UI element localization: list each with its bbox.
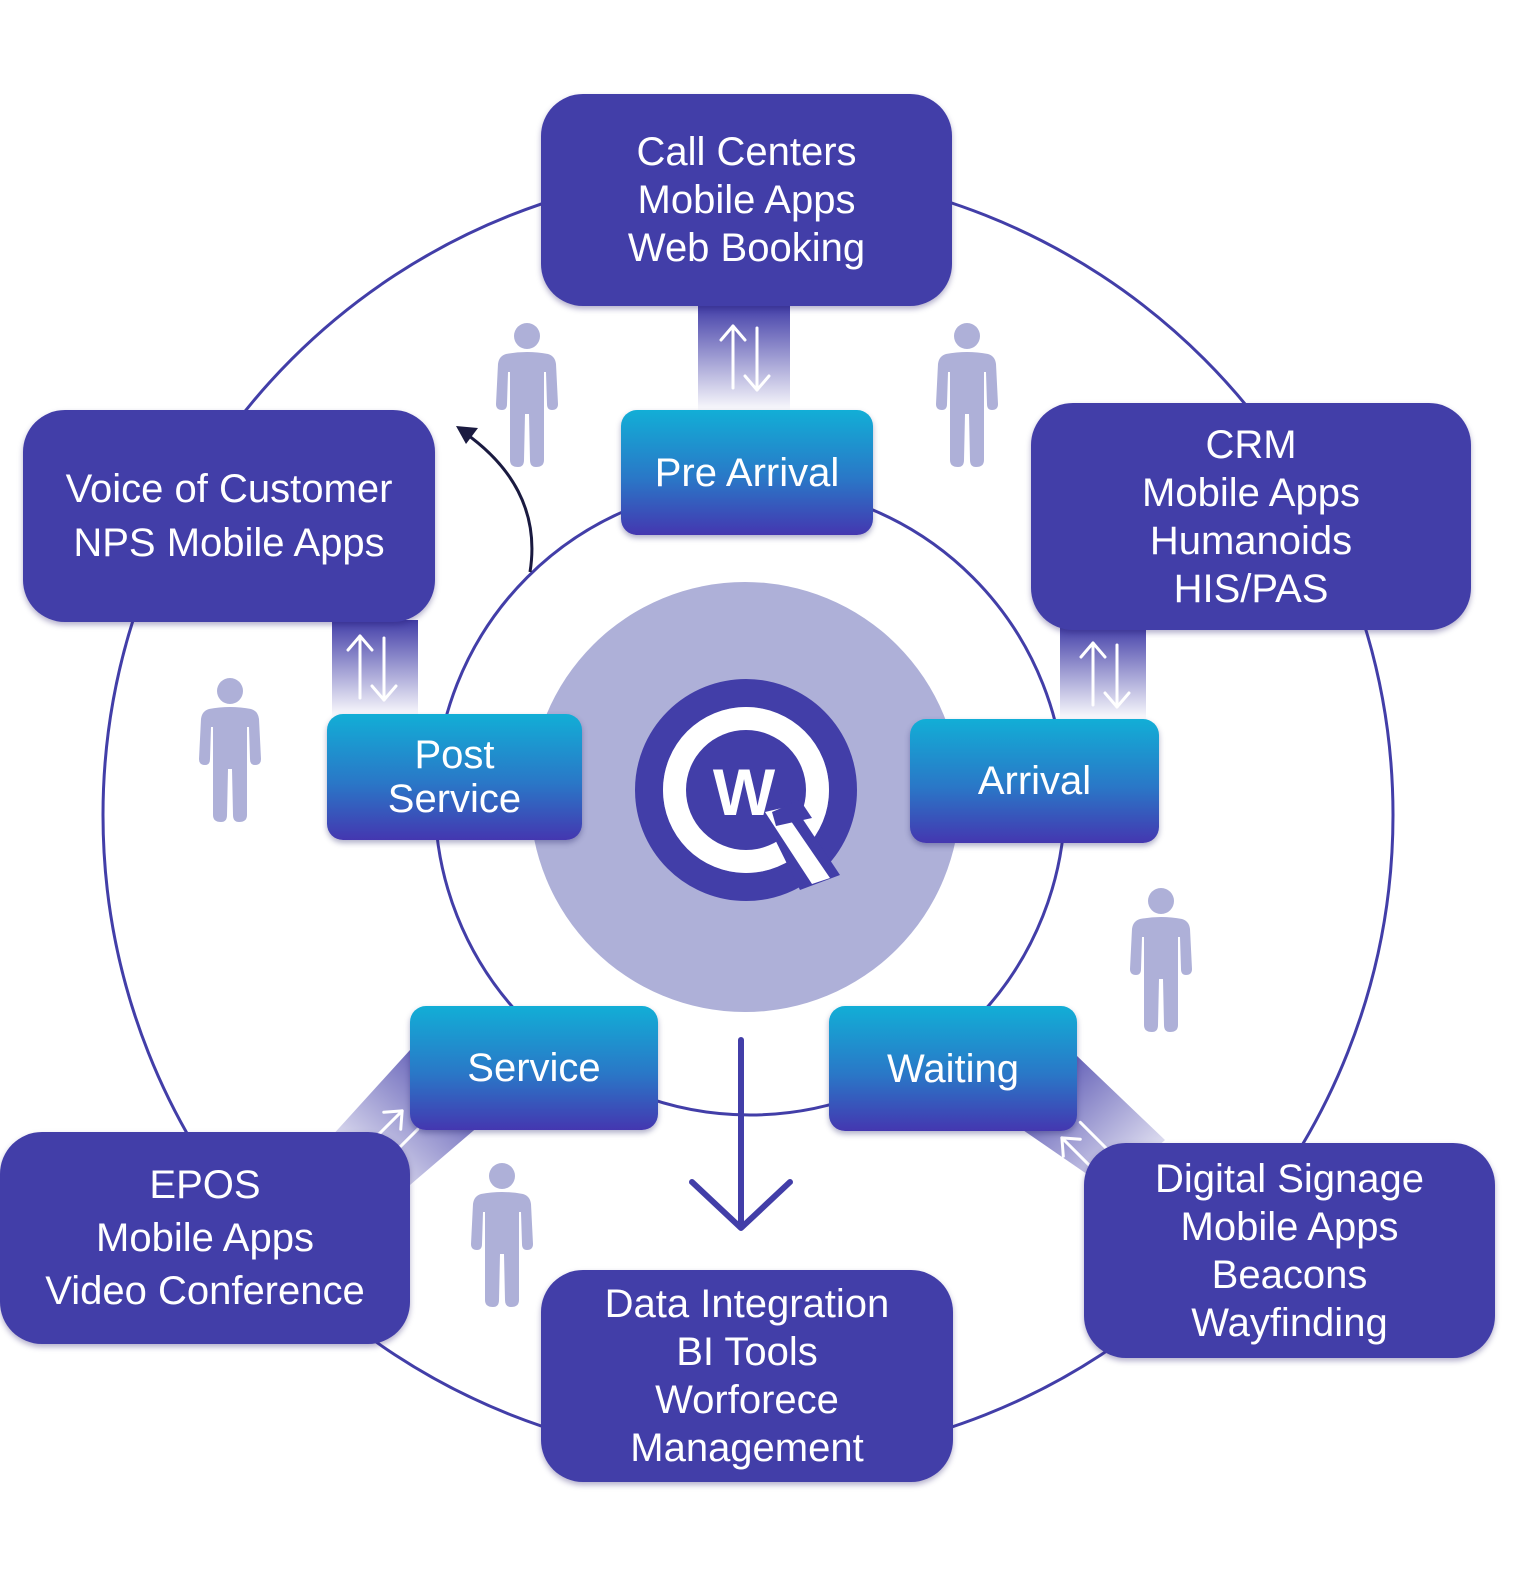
stage-label: Service xyxy=(387,777,522,821)
connector-arrival xyxy=(1060,625,1146,721)
person-icon xyxy=(471,1163,533,1307)
stage-label: Service xyxy=(467,1046,601,1090)
bidirectional-arrows-icon xyxy=(346,634,398,702)
box-line: NPS Mobile Apps xyxy=(73,521,385,565)
arrow-down-icon xyxy=(689,1037,793,1231)
box-line: Data Integration xyxy=(604,1282,890,1326)
box-line: Mobile Apps xyxy=(1142,470,1360,515)
stage-post-service: Post Service xyxy=(327,714,582,840)
stage-label: Arrival xyxy=(977,759,1092,803)
box-line: Voice of Customer xyxy=(65,467,393,511)
box-line: Humanoids xyxy=(1149,518,1353,563)
arrival-channels-box: CRM Mobile Apps Humanoids HIS/PAS xyxy=(1031,403,1471,630)
stage-service: Service xyxy=(410,1006,658,1130)
box-line: Mobile Apps xyxy=(96,1215,314,1260)
box-line: Digital Signage xyxy=(1154,1156,1425,1201)
box-line: Web Booking xyxy=(627,226,866,270)
box-line: BI Tools xyxy=(676,1330,818,1374)
box-line: Mobile Apps xyxy=(637,178,856,222)
stage-arrival: Arrival xyxy=(910,719,1159,843)
pre-arrival-channels-box: Call Centers Mobile Apps Web Booking xyxy=(541,94,952,306)
box-line: Call Centers xyxy=(636,130,857,174)
box-line: Worforece xyxy=(655,1378,839,1422)
connector-pre-arrival xyxy=(698,305,790,413)
service-channels-box: EPOS Mobile Apps Video Conference xyxy=(0,1132,410,1344)
stage-label: Pre Arrival xyxy=(654,450,840,495)
box-line: CRM xyxy=(1205,422,1297,467)
svg-text:W: W xyxy=(713,755,776,829)
box-line: EPOS xyxy=(149,1162,261,1207)
stage-label: Waiting xyxy=(887,1046,1019,1091)
box-line: Video Conference xyxy=(45,1268,365,1313)
person-icon xyxy=(496,323,558,467)
curved-arrow-icon xyxy=(456,426,534,573)
box-line: Wayfinding xyxy=(1191,1300,1388,1345)
person-icon xyxy=(1130,888,1192,1032)
waiting-channels-box: Digital Signage Mobile Apps Beacons Wayf… xyxy=(1084,1143,1495,1358)
box-line: HIS/PAS xyxy=(1173,566,1329,611)
box-line: Management xyxy=(630,1426,864,1470)
box-line: Mobile Apps xyxy=(1180,1204,1399,1249)
data-integration-box: Data Integration BI Tools Worforece Mana… xyxy=(541,1270,953,1482)
person-icon xyxy=(199,678,261,822)
bidirectional-arrows-icon xyxy=(719,324,771,392)
box-line: Beacons xyxy=(1211,1252,1368,1297)
person-icon xyxy=(936,323,998,467)
stage-pre-arrival: Pre Arrival xyxy=(621,410,873,535)
post-service-channels-box: Voice of Customer NPS Mobile Apps xyxy=(23,410,435,622)
wq-logo-icon: W xyxy=(635,679,857,901)
stage-waiting: Waiting xyxy=(829,1006,1077,1131)
connector-post-service xyxy=(332,620,418,718)
stage-label: Post xyxy=(414,733,495,777)
bidirectional-arrows-icon xyxy=(1079,641,1131,709)
